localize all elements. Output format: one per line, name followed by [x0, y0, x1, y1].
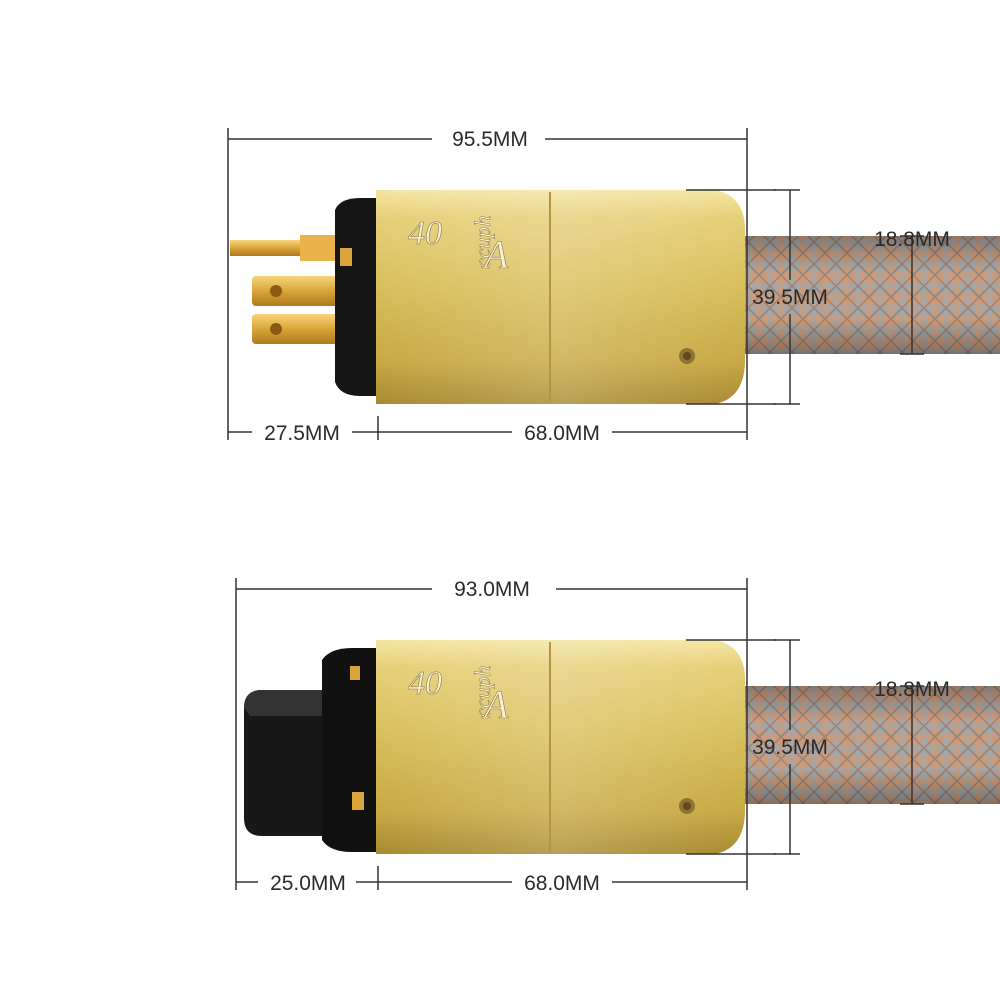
iec-connector: 40 ccuph A 93.0MM 25.0MM 68.0	[235, 578, 1000, 895]
top-dimension-lines	[227, 128, 924, 440]
bottom-cable	[730, 686, 1000, 804]
us-prongs	[230, 235, 352, 344]
svg-text:A: A	[481, 232, 509, 277]
top-prong-length-label: 27.5MM	[264, 422, 340, 445]
top-body-diameter-label: 39.5MM	[752, 286, 828, 309]
top-insulator	[335, 198, 382, 396]
bottom-cable-diameter-label: 18.8MM	[874, 678, 950, 701]
iec-black-head	[244, 648, 380, 852]
bottom-dimension-lines	[235, 578, 924, 890]
top-overall-length-label: 95.5MM	[452, 128, 528, 151]
svg-text:ccuph: ccuph	[470, 215, 495, 268]
bottom-brand-logo: 40	[408, 665, 442, 702]
svg-text:ccuph: ccuph	[470, 665, 495, 718]
top-cable-diameter-label: 18.8MM	[874, 228, 950, 251]
svg-text:A: A	[481, 682, 509, 727]
bottom-gold-body: 40 ccuph A	[376, 640, 746, 854]
top-gold-body: 40 ccuph A	[376, 190, 746, 404]
bottom-body-length-label: 68.0MM	[524, 872, 600, 895]
top-body-length-label: 68.0MM	[524, 422, 600, 445]
top-brand-logo: 40	[408, 215, 442, 252]
bottom-connector-length-label: 25.0MM	[270, 872, 346, 895]
top-cable	[730, 236, 1000, 354]
bottom-overall-length-label: 93.0MM	[454, 578, 530, 601]
bottom-body-diameter-label: 39.5MM	[752, 736, 828, 759]
us-plug: 40 ccuph A 95.5MM 27.5MM 68.0	[227, 128, 1000, 445]
